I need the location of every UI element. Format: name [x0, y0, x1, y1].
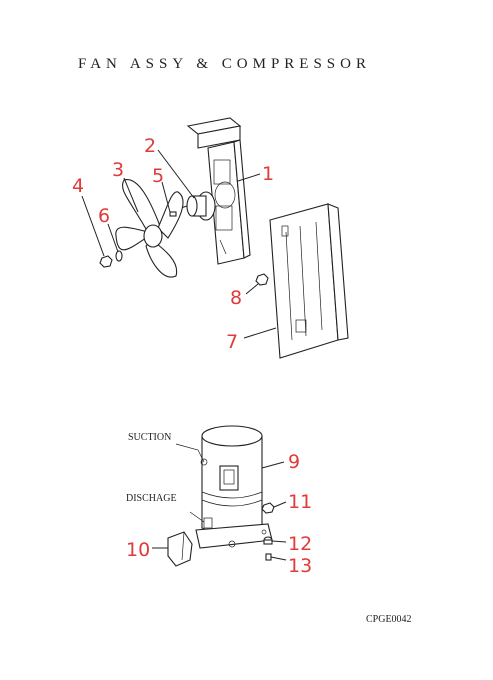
callout-13: 13	[288, 555, 312, 577]
callout-7: 7	[226, 331, 238, 353]
grommet	[263, 536, 273, 545]
discharge-label: DISCHAGE	[126, 493, 177, 504]
callout-11: 11	[288, 491, 312, 513]
motor-bracket	[186, 117, 251, 265]
callout-5: 5	[152, 165, 164, 187]
mounting-plate	[269, 203, 349, 359]
compressor-group: SUCTION DISCHAGE	[126, 425, 287, 567]
callout-3: 3	[112, 159, 124, 181]
callout-10: 10	[126, 539, 150, 561]
drawing-code: CPGE0042	[366, 614, 412, 625]
callout-4: 4	[72, 175, 84, 197]
compressor-body	[175, 425, 273, 549]
suction-label: SUCTION	[128, 432, 171, 443]
shaft-key	[169, 211, 177, 217]
callout-9: 9	[288, 451, 300, 473]
diagram-title: FAN ASSY & COMPRESSOR	[78, 56, 371, 72]
callout-numbers: 1 2 3 4 5 6 7 8 9 10 11 12 13	[72, 135, 312, 577]
plate-nut	[255, 273, 269, 286]
callout-8: 8	[230, 287, 242, 309]
fan-motor	[174, 191, 216, 221]
fan-blade	[115, 179, 184, 278]
callout-2: 2	[144, 135, 156, 157]
callout-6: 6	[98, 205, 110, 227]
terminal-cover	[167, 531, 193, 567]
callout-12: 12	[288, 533, 312, 555]
fan-nut	[99, 255, 113, 268]
fan-washer	[115, 250, 123, 262]
callout-1: 1	[262, 163, 274, 185]
compressor-nut	[261, 502, 275, 514]
sleeve	[265, 553, 272, 561]
fan-assembly-group	[81, 117, 349, 359]
